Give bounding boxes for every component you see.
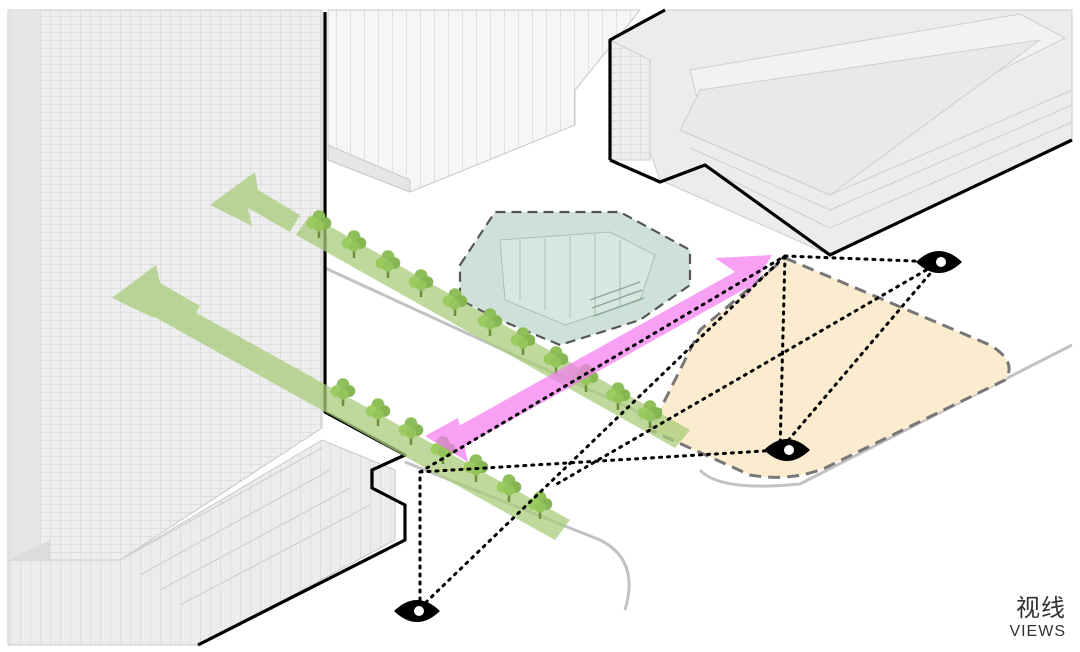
- public-plaza: [647, 256, 1011, 479]
- left-podium: [7, 439, 396, 646]
- sightline: [783, 254, 942, 264]
- right-building: [608, 8, 1073, 257]
- eye-icon: [916, 251, 962, 273]
- caption-title-en: VIEWS: [1009, 623, 1066, 640]
- sunken-plaza: [458, 210, 692, 347]
- green-arrow-upper: [210, 172, 690, 448]
- right-building-outline: [608, 8, 1073, 257]
- sightline: [418, 254, 787, 610]
- sightline: [778, 260, 942, 452]
- mid-rise-building: [327, 9, 642, 193]
- sightline: [553, 260, 942, 487]
- green-arrow-lower: [112, 265, 570, 540]
- sightline: [778, 254, 787, 452]
- left-tower: [7, 9, 323, 561]
- curb-lower: [404, 460, 631, 611]
- sightlines: [418, 254, 942, 610]
- green-view-arrows: [112, 172, 690, 540]
- diagram-caption: 视线 VIEWS: [1009, 594, 1066, 642]
- curb-right: [698, 343, 1073, 488]
- caption-title-cn: 视线: [1016, 594, 1066, 622]
- sightline: [418, 254, 787, 474]
- eye-icon: [394, 600, 440, 622]
